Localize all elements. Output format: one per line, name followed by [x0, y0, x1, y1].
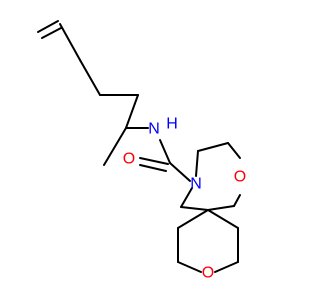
bond-carbonyl-double-b	[139, 164, 167, 172]
atom-label-o-carbonyl: O	[123, 151, 135, 168]
bond-c1-c2-double-a	[37, 20, 59, 33]
atom-label-o-ether-ring: O	[234, 169, 246, 186]
bond-carbonyl-n-ring	[169, 162, 191, 182]
bond-o-oxane-c-g	[177, 261, 202, 273]
bond-c6-methyl	[103, 127, 127, 166]
bond-c3-c4	[79, 59, 101, 96]
bond-c2-c3	[59, 23, 81, 61]
atom-label-n-amide: N	[148, 121, 160, 138]
bond-c5-c6	[125, 94, 139, 129]
atom-label-h-amide: H	[166, 116, 178, 133]
bond-ring-c-c-spiro	[207, 205, 235, 211]
atom-o-ether-ring: O	[234, 169, 246, 186]
bond-ring-c-b-o	[227, 142, 241, 159]
bond-c-d-n-ring	[180, 187, 193, 208]
bond-spiro-c-d	[180, 206, 209, 211]
bond-ring-o-c-c	[233, 194, 241, 207]
bond-c1-c2-double-b	[41, 27, 62, 39]
structure-svg: O N O N H O	[37, 20, 246, 282]
atom-label-n-ring: N	[190, 176, 202, 193]
bond-n-amide-carbonyl	[159, 139, 171, 164]
bond-c-f-o-oxane	[214, 261, 239, 273]
atom-o-oxane: O	[202, 265, 214, 282]
atom-label-o-oxane: O	[202, 265, 214, 282]
bond-carbonyl-double-a	[139, 157, 169, 165]
bond-n-ring-c-a	[195, 150, 199, 177]
bond-spiro-c-e	[207, 209, 239, 229]
molecule-diagram: O N O N H O	[37, 20, 246, 282]
atom-n-ring: N	[190, 176, 202, 193]
atom-n-amide: N H	[148, 116, 178, 138]
bond-c-h-spiro	[177, 209, 209, 229]
bond-ring-c-a-c-b	[197, 142, 229, 152]
atom-o-carbonyl: O	[123, 151, 135, 168]
